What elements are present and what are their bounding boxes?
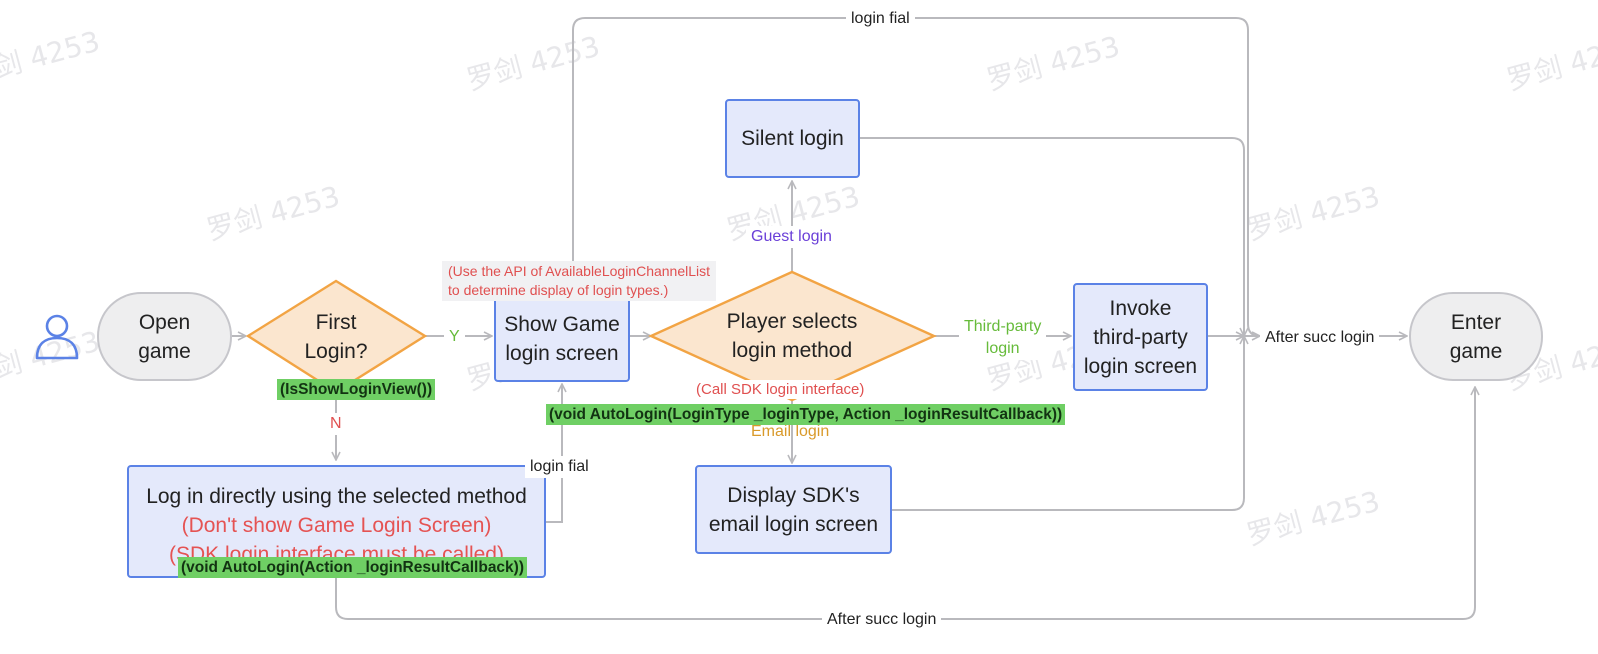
annotation-api-note-line2: to determine display of login types.)	[448, 282, 669, 298]
edge-label-login-fail-top: login fial	[846, 8, 915, 30]
node-log-in-directly-title: Log in directly using the selected metho…	[146, 485, 527, 508]
node-first-login-line1: First	[315, 311, 357, 334]
edge-label-third-party-line1: Third-party	[964, 318, 1042, 335]
node-open-game: Open game	[97, 292, 232, 381]
node-show-game-login-line1: Show Game	[504, 313, 620, 336]
edge-label-no: N	[325, 413, 347, 435]
node-player-selects-line2: login method	[731, 339, 853, 362]
node-first-login-line2: Login?	[304, 340, 368, 363]
edge-label-third-party-login: Third-party login	[959, 316, 1047, 360]
edge-show-to-silent-fail	[572, 17, 1260, 336]
node-enter-game-line2: game	[1449, 339, 1503, 363]
edge-label-email-login: Email login	[751, 423, 830, 440]
node-silent-login-text: Silent login	[741, 127, 844, 150]
edge-label-after-succ-bottom: After succ login	[822, 609, 942, 631]
annotation-is-show-login-view: (IsShowLoginView())	[277, 379, 436, 400]
node-show-game-login-line2: login screen	[505, 342, 619, 365]
edge-silent-merge	[860, 137, 1244, 336]
node-invoke-line3: login screen	[1083, 354, 1198, 378]
edge-label-guest-login: Guest login	[746, 226, 837, 248]
edge-label-login-fail-mid: login fial	[525, 456, 594, 478]
node-invoke-line1: Invoke	[1109, 296, 1172, 320]
node-player-selects: Player selects login method	[702, 307, 882, 365]
node-invoke-third-party: Invoke third-party login screen	[1073, 283, 1208, 391]
node-open-game-line1: Open	[138, 310, 191, 334]
node-log-in-directly-note1: (Don't show Game Login Screen)	[181, 514, 492, 537]
edge-email-merge	[892, 336, 1244, 511]
annotation-auto-login-short: (void AutoLogin(Action _loginResultCallb…	[178, 557, 527, 578]
node-open-game-line2: game	[138, 339, 191, 363]
node-silent-login: Silent login	[725, 99, 860, 178]
node-enter-game-line1: Enter	[1450, 310, 1502, 334]
annotation-auto-login-full: (void AutoLogin(LoginType _loginType, Ac…	[546, 404, 1066, 425]
edge-label-third-party-line2: login	[985, 340, 1020, 357]
annotation-api-note-line1: (Use the API of AvailableLoginChannelLis…	[448, 263, 711, 279]
edge-label-yes: Y	[444, 326, 465, 348]
node-display-sdk-line1: Display SDK's	[727, 483, 860, 507]
node-enter-game: Enter game	[1409, 292, 1543, 381]
annotation-call-sdk: (Call SDK login interface)	[692, 380, 869, 399]
annotation-api-note: (Use the API of AvailableLoginChannelLis…	[442, 261, 717, 301]
edge-label-after-succ-right: After succ login	[1260, 327, 1380, 349]
diamond-player-selects	[648, 270, 937, 402]
node-show-game-login: Show Game login screen	[494, 296, 630, 382]
edge-direct-to-show-fail	[546, 384, 562, 523]
node-first-login: First Login?	[276, 308, 396, 366]
node-display-sdk-email: Display SDK's email login screen	[695, 465, 892, 554]
node-invoke-line2: third-party	[1093, 325, 1188, 349]
node-display-sdk-line2: email login screen	[708, 512, 879, 536]
user-icon	[35, 314, 79, 360]
node-player-selects-line1: Player selects	[726, 310, 858, 333]
